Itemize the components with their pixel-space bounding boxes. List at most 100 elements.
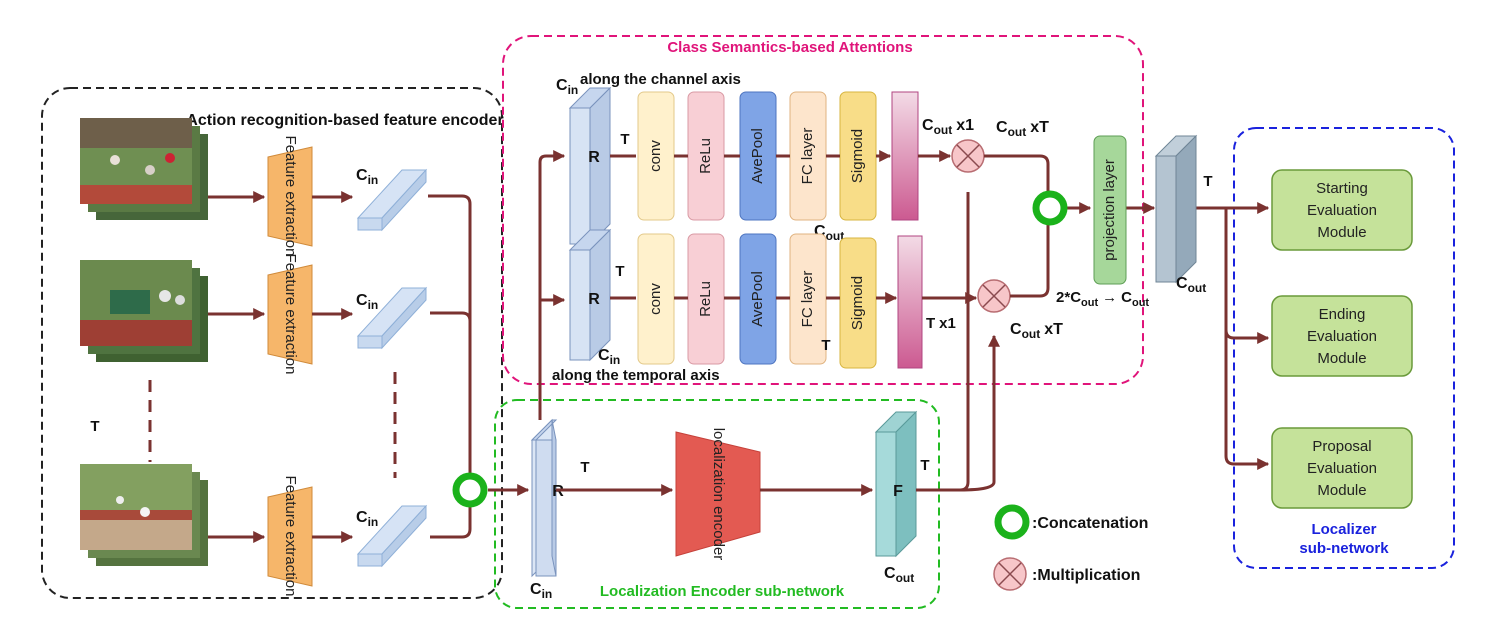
c-in-label-localization: Cin: [530, 581, 552, 601]
avepool-block-channel: AvePool: [739, 91, 777, 221]
projection-layer-block: projection layer: [1093, 135, 1127, 285]
svg-text:Module: Module: [1317, 350, 1366, 367]
sigmoid-block-channel: Sigmoid: [839, 91, 877, 221]
conv-block-channel: conv: [637, 91, 675, 221]
svg-text:conv: conv: [647, 140, 664, 172]
svg-text:ReLu: ReLu: [697, 138, 714, 174]
multiply-cross-channel: [956, 144, 980, 168]
attention-arrows: [610, 150, 1270, 470]
localizer-group-title-line2: sub-network: [1299, 540, 1389, 557]
sigmoid-block-temporal: Sigmoid: [839, 237, 877, 369]
feature-vector-3: [356, 504, 428, 568]
svg-text:FC layer: FC layer: [799, 128, 816, 185]
localization-group-box: [494, 399, 940, 609]
starting-evaluation-module: Starting Evaluation Module: [1271, 169, 1413, 251]
attention-vector-temporal: [897, 235, 923, 369]
c-in-label-2: Cin: [356, 292, 378, 312]
video-frames-middle: [80, 260, 208, 362]
t-label-temporal: T: [615, 263, 624, 280]
svg-text:Feature extraction: Feature extraction: [282, 476, 299, 597]
svg-text:FC layer: FC layer: [799, 271, 816, 328]
r-block-localization: [530, 418, 558, 578]
attention-vector-channel: [891, 91, 919, 221]
conv-block-temporal: conv: [637, 233, 675, 365]
svg-text:Module: Module: [1317, 224, 1366, 241]
svg-text:Ending: Ending: [1319, 306, 1366, 323]
video-frames-bottom: [80, 464, 208, 566]
feature-vector-1: [356, 168, 428, 232]
localizer-group-title-line1: Localizer: [1311, 521, 1376, 538]
svg-text:AvePool: AvePool: [749, 128, 766, 184]
t-label-fc-temporal: T: [821, 337, 830, 354]
relu-block-temporal: ReLu: [687, 233, 725, 365]
fc-block-temporal: FC layer: [789, 233, 827, 365]
svg-text:ReLu: ReLu: [697, 281, 714, 317]
feature-extraction-3: Feature extraction: [267, 476, 313, 597]
encoder-t-label: T: [90, 418, 99, 435]
t-label-f: T: [920, 457, 929, 474]
localizer-group-box: [1233, 127, 1455, 569]
concat-ring-attention: [1032, 190, 1068, 226]
output-cube: [1154, 134, 1198, 284]
legend-multiply-label: :Multiplication: [1032, 567, 1140, 584]
svg-text:Sigmoid: Sigmoid: [849, 129, 866, 183]
encoder-arrows: [208, 191, 530, 543]
svg-text:conv: conv: [647, 283, 664, 315]
projection-dim-label: 2*Cout→Cout: [1056, 289, 1149, 309]
legend-multiply-cross: [998, 562, 1022, 586]
f-block: [874, 410, 918, 558]
svg-text:Evaluation: Evaluation: [1307, 202, 1377, 219]
encoder-group-box: [41, 87, 503, 599]
feature-vector-2: [356, 286, 428, 350]
legend-concat-icon: [994, 504, 1030, 540]
svg-text:Evaluation: Evaluation: [1307, 328, 1377, 345]
attention-group-title: Class Semantics-based Attentions: [667, 39, 912, 56]
c-in-label-channel: Cin: [556, 77, 578, 97]
svg-text:localization encoder: localization encoder: [710, 428, 727, 561]
c-in-label-1: Cin: [356, 167, 378, 187]
svg-text:Feature extraction: Feature extraction: [282, 136, 299, 257]
relu-block-channel: ReLu: [687, 91, 725, 221]
localization-encoder-block: localization encoder: [675, 428, 761, 561]
t-label-output: T: [1203, 173, 1212, 190]
c-out-label-output: Cout: [1176, 275, 1206, 295]
r-label-temporal: R: [588, 291, 600, 308]
c-in-label-3: Cin: [356, 509, 378, 529]
feature-extraction-1: Feature extraction: [267, 136, 313, 257]
svg-text:Module: Module: [1317, 482, 1366, 499]
t-label-localization: T: [580, 459, 589, 476]
feature-extraction-2: Feature extraction: [267, 254, 313, 375]
concat-ring-encoder: [452, 472, 488, 508]
avepool-block-temporal: AvePool: [739, 233, 777, 365]
multiply-cross-temporal: [982, 284, 1006, 308]
t-label-channel: T: [620, 131, 629, 148]
proposal-evaluation-module: Proposal Evaluation Module: [1271, 427, 1413, 509]
c-out-label-f: Cout: [884, 565, 914, 585]
svg-text:Feature extraction: Feature extraction: [282, 254, 299, 375]
attention-group-box: [502, 35, 1144, 385]
svg-text:AvePool: AvePool: [749, 271, 766, 327]
encoder-group-title: Action recognition-based feature encoder: [186, 112, 503, 129]
svg-text:Starting: Starting: [1316, 180, 1368, 197]
channel-axis-label: along the channel axis: [580, 71, 741, 88]
r-label-channel: R: [588, 149, 600, 166]
svg-text:Evaluation: Evaluation: [1307, 460, 1377, 477]
r-block-temporal: [568, 228, 612, 362]
video-frames-top: [80, 118, 208, 220]
temporal-axis-label: along the temporal axis: [552, 367, 720, 384]
svg-text:Proposal: Proposal: [1312, 438, 1371, 455]
fc-block-channel: FC layer: [789, 91, 827, 221]
f-label: F: [893, 483, 903, 500]
c-in-label-temporal: Cin: [598, 347, 620, 367]
localization-group-title: Localization Encoder sub-network: [600, 583, 845, 600]
legend-concat-label: :Concatenation: [1032, 515, 1148, 532]
r-block-channel: [568, 86, 612, 246]
svg-text:Sigmoid: Sigmoid: [849, 276, 866, 330]
ending-evaluation-module: Ending Evaluation Module: [1271, 295, 1413, 377]
localization-arrows: [538, 150, 1000, 496]
